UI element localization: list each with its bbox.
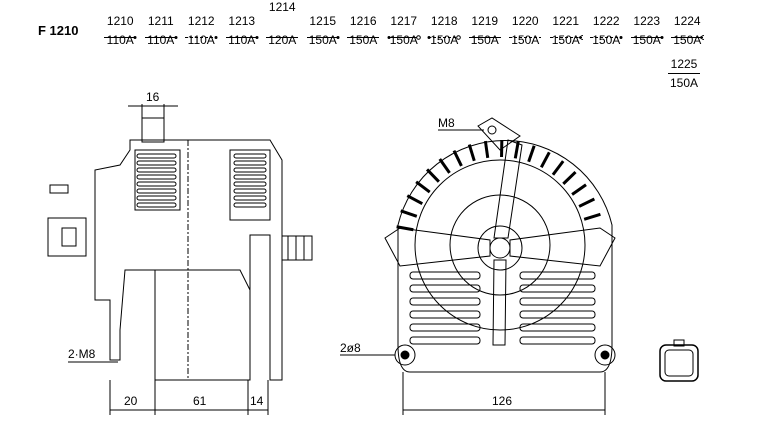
variant-line bbox=[508, 29, 543, 38]
variant-line bbox=[589, 29, 624, 39]
cooling-slots-left bbox=[134, 149, 181, 211]
variant-number: 1216 bbox=[349, 14, 377, 28]
variant-number: 1219 bbox=[471, 14, 499, 28]
variant-number: 1212 bbox=[187, 14, 215, 28]
variant-rating: 150A bbox=[511, 33, 540, 47]
variant-number: 1223 bbox=[633, 14, 661, 28]
dim-61: 61 bbox=[193, 394, 207, 408]
variant-line bbox=[103, 29, 138, 39]
variant-number: 1213 bbox=[228, 14, 256, 28]
dim-14: 14 bbox=[250, 394, 264, 408]
variant-1217: 1217 150A bbox=[384, 14, 425, 48]
variant-number: 1214 bbox=[268, 0, 296, 14]
dim-20: 20 bbox=[124, 394, 138, 408]
variant-number: 1225 bbox=[670, 57, 698, 71]
variant-number: 1217 bbox=[390, 14, 418, 28]
variant-1211: 1211 110A bbox=[141, 14, 182, 48]
variant-line bbox=[387, 29, 422, 40]
variant-1225: 1225 150A bbox=[666, 57, 702, 90]
variant-rating: 110A bbox=[228, 33, 256, 47]
variant-1214: 1214 120A bbox=[262, 0, 303, 48]
dim-2m8: 2·M8 bbox=[68, 347, 96, 361]
variant-line bbox=[549, 29, 584, 41]
variant-line bbox=[265, 29, 300, 38]
variant-rating: 110A bbox=[147, 33, 175, 47]
variant-1221: 1221 150A bbox=[546, 14, 587, 48]
front-view: M8 2ø8 126 bbox=[340, 116, 616, 415]
variant-number: 1222 bbox=[592, 14, 620, 28]
variant-line bbox=[346, 29, 381, 38]
mount-hole-right bbox=[594, 344, 616, 366]
front-housing bbox=[397, 140, 613, 373]
variant-line bbox=[306, 29, 341, 39]
housing-outline bbox=[94, 139, 283, 381]
variant-number: 1220 bbox=[511, 14, 539, 28]
variant-number: 1215 bbox=[309, 14, 337, 28]
variant-rating: 150A bbox=[430, 33, 459, 47]
variant-number: 1211 bbox=[147, 14, 174, 28]
cooling-slots-right bbox=[229, 149, 271, 221]
variant-1212: 1212 110A bbox=[181, 14, 222, 48]
variant-1219: 1219 150A bbox=[465, 14, 506, 48]
hub bbox=[477, 225, 523, 271]
variant-1223: 1223 150A bbox=[627, 14, 668, 48]
variant-1224: 1224 150A bbox=[667, 14, 708, 48]
shaft bbox=[281, 235, 313, 261]
variant-line bbox=[144, 29, 179, 39]
variant-1215: 1215 150A bbox=[303, 14, 344, 48]
variant-rating: 110A bbox=[187, 33, 215, 47]
variant-rating: 150A bbox=[470, 33, 499, 47]
top-lug bbox=[477, 117, 521, 151]
variant-number: 1221 bbox=[552, 14, 580, 28]
variant-1216: 1216 150A bbox=[343, 14, 384, 48]
variant-line bbox=[225, 29, 260, 39]
variant-number: 1224 bbox=[673, 14, 701, 28]
variant-rating: 150A bbox=[673, 33, 702, 47]
variant-number: 1210 bbox=[106, 14, 134, 28]
variant-1222: 1222 150A bbox=[586, 14, 627, 48]
side-view: 16 2·M8 20 61 14 bbox=[47, 90, 313, 415]
variant-rating: 110A bbox=[106, 33, 134, 47]
variant-1220: 1220 150A bbox=[505, 14, 546, 48]
dim-126: 126 bbox=[492, 394, 512, 408]
variant-line bbox=[427, 29, 462, 40]
variant-line bbox=[670, 29, 705, 41]
variant-rating: 150A bbox=[632, 33, 661, 47]
variant-1218: 1218 150A bbox=[424, 14, 465, 48]
variant-rating: 150A bbox=[389, 33, 418, 47]
variant-rating: 150A bbox=[592, 33, 621, 47]
variant-rating: 150A bbox=[669, 76, 699, 90]
variant-number: 1218 bbox=[430, 14, 458, 28]
pulley bbox=[141, 117, 165, 143]
variant-1210: 1210 110A bbox=[100, 14, 141, 48]
connector-plug-icon bbox=[659, 339, 699, 382]
variant-line bbox=[184, 29, 219, 39]
variant-line bbox=[468, 29, 503, 38]
dim-2d8: 2ø8 bbox=[340, 341, 361, 355]
variant-rating: 150A bbox=[349, 33, 378, 47]
variant-rating: 150A bbox=[551, 33, 580, 47]
variant-line bbox=[668, 73, 700, 74]
dim-m8: M8 bbox=[438, 116, 455, 130]
dim-16: 16 bbox=[146, 90, 160, 104]
model-title: F 1210 bbox=[38, 23, 79, 38]
connector-block bbox=[47, 217, 87, 257]
variant-rating: 120A bbox=[268, 33, 297, 47]
variant-line bbox=[630, 29, 665, 39]
variant-rating: 150A bbox=[308, 33, 337, 47]
variant-1213: 1213 110A bbox=[222, 14, 263, 48]
